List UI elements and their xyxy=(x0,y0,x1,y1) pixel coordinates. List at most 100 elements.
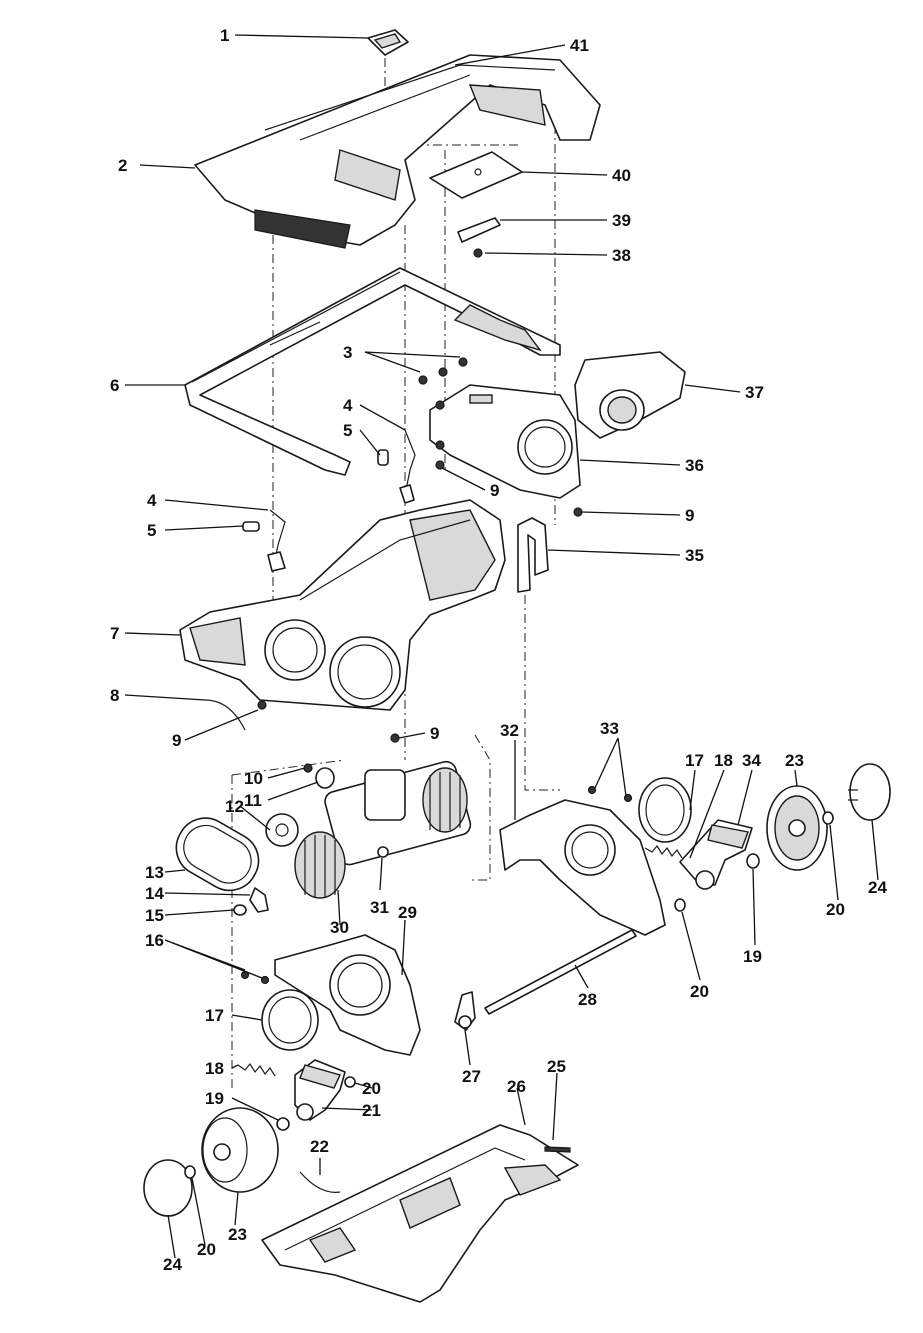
motor-bracket-part xyxy=(429,384,581,499)
handle-cap-part xyxy=(367,29,409,56)
callout-39: 39 xyxy=(612,211,631,230)
callout-25: 25 xyxy=(547,1057,566,1076)
callout-9-c: 9 xyxy=(172,731,181,750)
callout-27: 27 xyxy=(462,1067,481,1086)
fan-housing-part xyxy=(574,351,686,439)
washers-19-20-part xyxy=(184,811,834,1179)
callout-12: 12 xyxy=(225,797,244,816)
callout-17-lower: 17 xyxy=(205,1006,224,1025)
callout-37: 37 xyxy=(745,383,764,402)
screws-9-part xyxy=(257,460,583,743)
callout-34: 34 xyxy=(742,751,761,770)
wheel-upper-part xyxy=(766,785,828,871)
top-hood-part xyxy=(194,54,601,249)
spring-18-upper-part xyxy=(644,844,683,859)
callout-22: 22 xyxy=(310,1137,329,1156)
latch-pin-lower-part xyxy=(242,521,260,532)
latch-spring-upper-part xyxy=(399,429,416,504)
hubcap-upper-part xyxy=(848,763,891,821)
callout-29: 29 xyxy=(398,903,417,922)
pin-25-part xyxy=(544,1146,571,1153)
callout-20-d: 20 xyxy=(197,1240,216,1259)
callout-35: 35 xyxy=(685,546,704,565)
cover-plate-part xyxy=(429,151,523,199)
callout-8: 8 xyxy=(110,686,119,705)
callout-13: 13 xyxy=(145,863,164,882)
callout-9-d: 9 xyxy=(430,724,439,743)
spring-clip-part xyxy=(457,217,501,243)
callout-20-b: 20 xyxy=(690,982,709,1001)
callout-18-lower: 18 xyxy=(205,1059,224,1078)
callout-24-upper: 24 xyxy=(868,878,887,897)
axle-rod-part xyxy=(484,929,637,1015)
callout-23-lower: 23 xyxy=(228,1225,247,1244)
bearing-11-part xyxy=(315,767,335,789)
ring-17-lower-part xyxy=(261,989,319,1051)
callout-18-upper: 18 xyxy=(714,751,733,770)
callout-11: 11 xyxy=(244,791,262,810)
ring-17-upper-part xyxy=(638,777,692,843)
callout-31: 31 xyxy=(370,898,389,917)
top-frame-part xyxy=(184,267,561,476)
callout-labels: 1 41 2 40 39 38 3 37 6 4 5 36 9 4 9 5 35… xyxy=(110,26,887,1274)
callout-6: 6 xyxy=(110,376,119,395)
fan-14-part xyxy=(249,887,269,913)
screw-38-part xyxy=(473,248,483,258)
callout-15: 15 xyxy=(145,906,164,925)
callout-5-upper: 5 xyxy=(343,421,352,440)
hubcap-lower-part xyxy=(143,1159,193,1217)
callout-17-upper: 17 xyxy=(685,751,704,770)
leader-lines xyxy=(124,34,879,1259)
washer-15-part xyxy=(233,904,247,916)
callout-9-a: 9 xyxy=(490,481,499,500)
screws-16-part xyxy=(240,970,270,985)
latch-spring-lower-part xyxy=(267,509,286,572)
height-pedal-lower-part xyxy=(294,1059,346,1121)
callout-4-lower: 4 xyxy=(147,491,157,510)
callout-9-b: 9 xyxy=(685,506,694,525)
wheel-lower-part xyxy=(201,1107,279,1193)
callout-36: 36 xyxy=(685,456,704,475)
callout-20-c: 20 xyxy=(362,1079,381,1098)
drive-belt-part xyxy=(175,817,260,892)
callout-30: 30 xyxy=(330,918,349,937)
callout-24-lower: 24 xyxy=(163,1255,182,1274)
callout-16: 16 xyxy=(145,931,164,950)
callout-14: 14 xyxy=(145,884,164,903)
callout-33: 33 xyxy=(600,719,619,738)
screws-33-part xyxy=(587,785,633,803)
callout-32: 32 xyxy=(500,721,519,740)
callout-5-lower: 5 xyxy=(147,521,156,540)
callout-41: 41 xyxy=(570,36,589,55)
motor-assembly-part xyxy=(294,760,472,899)
callout-19-lower: 19 xyxy=(205,1089,224,1108)
callout-20-a: 20 xyxy=(826,900,845,919)
callout-23-upper: 23 xyxy=(785,751,804,770)
channel-guide-part xyxy=(517,517,549,593)
spring-18-lower-part xyxy=(237,1062,276,1077)
callout-4-upper: 4 xyxy=(343,396,353,415)
callout-19-upper: 19 xyxy=(743,947,762,966)
callout-38: 38 xyxy=(612,246,631,265)
screw-10-part xyxy=(303,763,313,773)
base-housing-part xyxy=(179,499,506,711)
belt-guard-part xyxy=(274,934,421,1056)
bumper-strip-part xyxy=(204,699,246,731)
callout-3: 3 xyxy=(343,343,352,362)
side-bracket-part xyxy=(499,799,666,936)
callout-26: 26 xyxy=(507,1077,526,1096)
callout-21: 21 xyxy=(362,1101,381,1120)
callout-10: 10 xyxy=(244,769,263,788)
callout-7: 7 xyxy=(110,624,119,643)
callout-1: 1 xyxy=(220,26,229,45)
callout-40: 40 xyxy=(612,166,631,185)
base-plate-part xyxy=(261,1124,579,1303)
height-pedal-upper-part xyxy=(679,819,753,890)
callout-2: 2 xyxy=(118,156,127,175)
commutator-end-part xyxy=(265,813,299,847)
latch-pin-upper-part xyxy=(377,449,389,466)
wire-clip-part xyxy=(299,1171,341,1193)
axle-clip-part xyxy=(454,991,476,1031)
screws-3-part xyxy=(418,357,468,450)
